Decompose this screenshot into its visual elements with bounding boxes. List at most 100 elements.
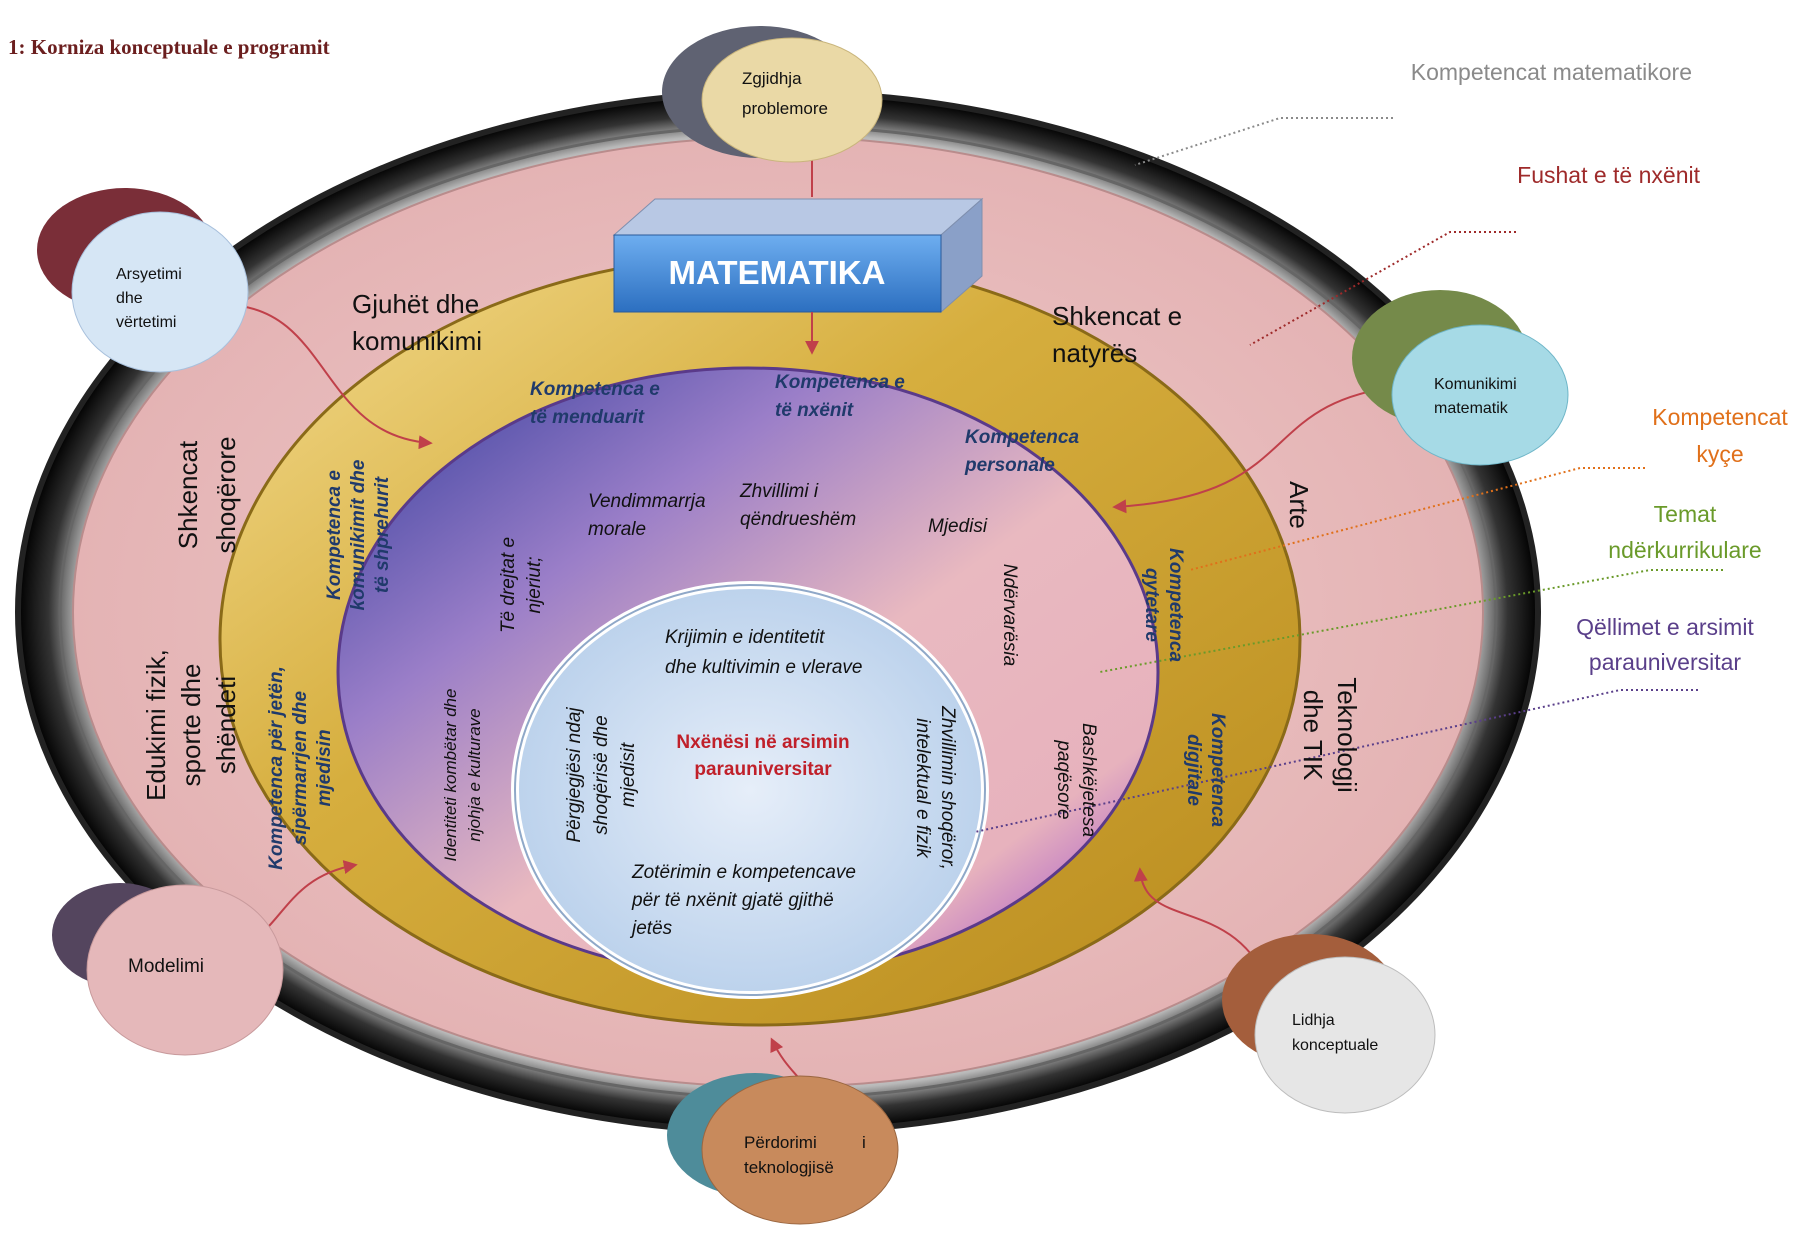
field-languages: Gjuhët dhe — [352, 289, 479, 319]
svg-text:Edukimi fizik,: Edukimi fizik, — [141, 649, 171, 801]
modelling-label: Modelimi — [128, 956, 204, 977]
legend-goals: Qëllimet e arsimit — [1576, 614, 1754, 640]
svg-text:Kompetenca për jetën,: Kompetenca për jetën, — [266, 666, 287, 870]
svg-text:dhe: dhe — [116, 290, 143, 307]
svg-text:natyrës: natyrës — [1052, 338, 1137, 368]
bubble-modelling: Modelimi — [52, 883, 284, 1056]
svg-text:njohja e kulturave: njohja e kulturave — [465, 708, 484, 841]
competence-life: Kompetenca për jetën, — [266, 666, 287, 870]
svg-text:kyçe: kyçe — [1696, 441, 1743, 467]
svg-text:Kompetenca: Kompetenca — [1165, 548, 1186, 662]
svg-text:Përgjegjësi ndaj: Përgjegjësi ndaj — [564, 707, 585, 843]
svg-text:sporte dhe: sporte dhe — [176, 664, 206, 787]
svg-text:personale: personale — [964, 455, 1055, 476]
center-student-label: Nxënësi në arsimin — [676, 732, 849, 753]
svg-text:shoqërore: shoqërore — [211, 436, 241, 553]
svg-text:komunikimi: komunikimi — [352, 326, 482, 356]
communication-label: Komunikimi — [1434, 376, 1517, 393]
competence-personal: Kompetenca — [965, 427, 1079, 448]
competence-communication: Kompetenca e — [324, 470, 345, 600]
matematika-box: MATEMATIKA — [612, 197, 984, 314]
svg-text:jetës: jetës — [629, 918, 673, 939]
svg-text:Bashkëjetesa: Bashkëjetesa — [1078, 723, 1099, 837]
bubble-technology-use: Përdorimi i teknologjisë — [667, 1073, 899, 1225]
theme-peaceful-coexistence: Bashkëjetesa — [1078, 723, 1099, 837]
goal-lifelong-learning: Zotërimin e kompetencave — [631, 862, 856, 883]
svg-text:ndërkurrikulare: ndërkurrikulare — [1608, 537, 1761, 563]
reasoning-label: Arsyetimi — [116, 266, 182, 283]
svg-text:Kompetenca: Kompetenca — [1207, 713, 1228, 827]
svg-text:i: i — [862, 1133, 866, 1152]
svg-text:teknologjisë: teknologjisë — [744, 1158, 834, 1177]
svg-text:Identiteti kombëtar dhe: Identiteti kombëtar dhe — [441, 689, 460, 862]
leader-cross-themes — [1099, 569, 1723, 673]
svg-text:mjedisin: mjedisin — [314, 729, 335, 806]
svg-text:dhe TIK: dhe TIK — [1298, 690, 1328, 781]
svg-text:parauniversitar: parauniversitar — [1589, 649, 1741, 675]
svg-text:dhe kultivimin e vlerave: dhe kultivimin e vlerave — [665, 657, 862, 678]
competence-thinking: Kompetenca e — [530, 379, 660, 400]
svg-text:komunikimit dhe: komunikimit dhe — [348, 459, 369, 610]
leader-math-competences — [1134, 117, 1393, 166]
svg-text:të nxënit: të nxënit — [775, 400, 854, 421]
conceptual-link-label: Lidhja — [1292, 1012, 1335, 1029]
svg-text:njeriut;: njeriut; — [524, 556, 545, 613]
theme-interdependence: Ndërvarësia — [999, 564, 1020, 666]
field-physical-education: Edukimi fizik, — [141, 649, 171, 801]
svg-text:Arte: Arte — [1284, 481, 1314, 529]
svg-text:sipërmarrjen dhe: sipërmarrjen dhe — [290, 690, 311, 845]
theme-sustainable-development: Zhvillimi i — [739, 481, 819, 502]
svg-text:Kompetenca e: Kompetenca e — [324, 470, 345, 600]
svg-text:shëndeti: shëndeti — [211, 676, 241, 774]
bubble-reasoning: Arsyetimi dhe vërtetimi — [37, 188, 249, 373]
theme-moral-decision: Vendimmarrja — [588, 491, 706, 512]
arrow-communication — [1112, 384, 1411, 514]
goal-development: Zhvillimin shoqëror, — [937, 705, 958, 870]
leader-goals — [974, 689, 1698, 833]
problem-solving-label: Zgjidhja — [742, 69, 802, 88]
svg-text:parauniversitar: parauniversitar — [694, 759, 832, 780]
svg-text:mjedisit: mjedisit — [618, 742, 639, 807]
svg-text:Të drejtat e: Të drejtat e — [498, 537, 519, 633]
technology-use-label: Përdorimi — [744, 1133, 817, 1152]
figure-caption: 1: Korniza konceptuale e programit — [8, 35, 330, 59]
field-natural-sciences: Shkencat e — [1052, 301, 1182, 331]
field-technology: Teknologji — [1332, 677, 1362, 793]
svg-text:qëndrueshëm: qëndrueshëm — [740, 509, 856, 530]
goal-identity: Krijimin e identitetit — [665, 627, 825, 648]
field-arts: Arte — [1284, 481, 1314, 529]
legend-key-competences: Kompetencat — [1652, 404, 1788, 430]
competence-digital: Kompetenca — [1207, 713, 1228, 827]
matematika-title: MATEMATIKA — [669, 254, 886, 291]
svg-text:matematik: matematik — [1434, 400, 1509, 417]
bubble-conceptual-link: Lidhja konceptuale — [1222, 934, 1436, 1114]
svg-text:morale: morale — [588, 519, 646, 540]
leader-learning-fields — [1249, 231, 1516, 346]
bubble-communication: Komunikimi matematik — [1352, 290, 1569, 466]
svg-text:Ndërvarësia: Ndërvarësia — [999, 564, 1020, 666]
goal-responsibility: Përgjegjësi ndaj — [564, 707, 585, 843]
competence-learning: Kompetenca e — [775, 372, 905, 393]
svg-text:intelektual e fizik: intelektual e fizik — [912, 718, 933, 859]
theme-environment: Mjedisi — [928, 516, 988, 537]
svg-text:konceptuale: konceptuale — [1292, 1037, 1378, 1054]
svg-text:të shprehurit: të shprehurit — [372, 476, 393, 593]
competence-civic: Kompetenca — [1165, 548, 1186, 662]
svg-text:të menduarit: të menduarit — [530, 407, 645, 428]
svg-text:për të nxënit gjatë gjithë: për të nxënit gjatë gjithë — [631, 890, 834, 911]
leader-key-competences — [1189, 467, 1645, 571]
svg-text:problemore: problemore — [742, 99, 828, 118]
svg-text:qytetare: qytetare — [1141, 568, 1162, 642]
legend-learning-fields: Fushat e të nxënit — [1517, 162, 1700, 188]
goals-center-circle-border — [514, 584, 986, 996]
svg-text:shoqërisë dhe: shoqërisë dhe — [591, 715, 612, 834]
theme-human-rights: Të drejtat e — [498, 537, 519, 633]
svg-text:vërtetimi: vërtetimi — [116, 314, 176, 331]
svg-text:Teknologji: Teknologji — [1332, 677, 1362, 793]
svg-text:Shkencat: Shkencat — [173, 440, 203, 549]
legend-math-competences: Kompetencat matematikore — [1411, 59, 1692, 85]
bubble-problem-solving: Zgjidhja problemore — [662, 26, 883, 163]
legend-cross-themes: Temat — [1654, 501, 1717, 527]
